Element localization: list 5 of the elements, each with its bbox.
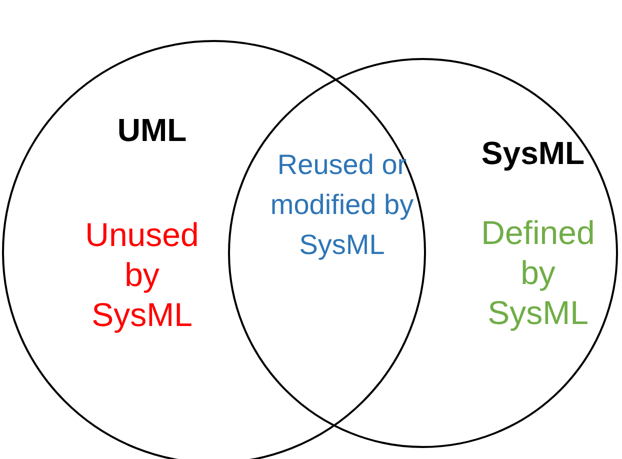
set-title: UML (116, 111, 188, 150)
set-description: Defined by SysML (480, 213, 596, 333)
overlap-description: Reused or modified by SysML (269, 148, 415, 262)
set-title: SysML (480, 134, 586, 173)
set-description: Unused by SysML (84, 215, 200, 335)
